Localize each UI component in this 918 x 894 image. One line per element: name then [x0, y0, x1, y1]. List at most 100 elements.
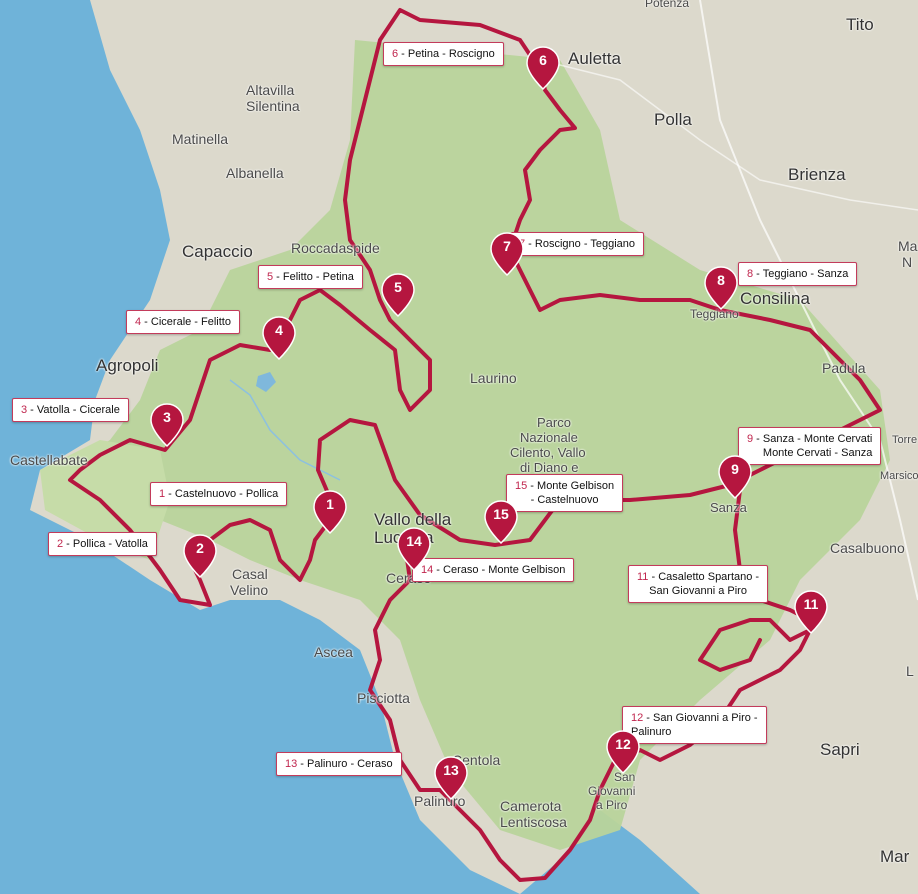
- place-potenza: Potenza: [645, 0, 690, 10]
- map-pin-number: 11: [803, 596, 819, 612]
- place-di-diano: di Diano e: [520, 460, 579, 475]
- stage-name-line2: Palinuro: [631, 726, 672, 738]
- stage-label-14[interactable]: 14 - Ceraso - Monte Gelbison: [412, 558, 575, 582]
- stage-label-1[interactable]: 1 - Castelnuovo - Pollica: [150, 482, 288, 506]
- stage-name: Petina - Roscigno: [407, 48, 495, 60]
- place-casal: Casal: [232, 566, 268, 582]
- place-albanella: Albanella: [226, 165, 284, 181]
- place-tito: Tito: [846, 15, 874, 34]
- stage-label-11[interactable]: 11 - Casaletto Spartano -San Giovanni a …: [628, 565, 769, 603]
- map-pin-number: 9: [731, 461, 739, 477]
- map-pin-6[interactable]: 6: [526, 46, 560, 90]
- stage-label-15[interactable]: 15 - Monte Gelbison- Castelnuovo: [506, 474, 624, 512]
- place-nazionale: Nazionale: [520, 430, 578, 445]
- map-pin-number: 1: [326, 496, 334, 512]
- river: [229, 379, 341, 481]
- map-pin-number: 15: [493, 506, 509, 522]
- place-l: L: [906, 663, 914, 679]
- place-castellabate: Castellabate: [10, 452, 88, 468]
- map-pin-icon: [183, 534, 217, 578]
- map-pin-icon: [397, 527, 431, 571]
- stage-number: 8: [747, 268, 754, 280]
- map-pin-5[interactable]: 5: [381, 273, 415, 317]
- stage-name: Ceraso - Monte Gelbison: [443, 564, 566, 576]
- place-torre: Torre: [892, 434, 918, 446]
- stage-name: Cicerale - Felitto: [150, 316, 231, 328]
- map-pin-2[interactable]: 2: [183, 534, 217, 578]
- place-agropoli: Agropoli: [96, 356, 159, 375]
- stage-label-2[interactable]: 2 - Pollica - Vatolla: [48, 532, 157, 556]
- map-pin-number: 4: [275, 322, 283, 338]
- map-pin-number: 2: [196, 540, 204, 556]
- place-cilento-vallo: Cilento, Vallo: [510, 445, 586, 460]
- place-ascea: Ascea: [314, 644, 353, 660]
- map-pin-4[interactable]: 4: [262, 316, 296, 360]
- place-ma: Ma: [898, 238, 918, 254]
- stage-number: 5: [267, 271, 274, 283]
- place-teggiano: Teggiano: [690, 307, 739, 321]
- place-casalbuono: Casalbuono: [830, 540, 905, 556]
- map-pin-icon: [526, 46, 560, 90]
- map-pin-8[interactable]: 8: [704, 266, 738, 310]
- map-pin-3[interactable]: 3: [150, 403, 184, 447]
- place-polla: Polla: [654, 110, 692, 129]
- stage-label-8[interactable]: 8 - Teggiano - Sanza: [738, 262, 858, 286]
- coastal-green: [40, 440, 170, 560]
- stage-name-line2: San Giovanni a Piro: [649, 585, 747, 597]
- place-giovanni: Giovanni: [588, 784, 636, 798]
- stage-number: 14: [421, 564, 434, 576]
- map-pin-13[interactable]: 13: [434, 756, 468, 800]
- place-consilina: Consilina: [740, 289, 810, 308]
- map-pin-icon: [490, 232, 524, 276]
- stage-name: Roscigno - Teggiano: [534, 238, 635, 250]
- map-pin-number: 3: [163, 409, 171, 425]
- map-pin-number: 5: [394, 279, 402, 295]
- map-pin-icon: [704, 266, 738, 310]
- place-velino: Velino: [230, 582, 269, 598]
- place-pisciotta: Pisciotta: [357, 690, 410, 706]
- map-pin-number: 12: [615, 736, 631, 752]
- stage-name: Casaletto Spartano -: [658, 571, 760, 583]
- stage-label-3[interactable]: 3 - Vatolla - Cicerale: [12, 398, 129, 422]
- national-park-area: [60, 40, 890, 850]
- map-pin-icon: [718, 455, 752, 499]
- stage-number: 13: [285, 758, 298, 770]
- stage-label-6[interactable]: 6 - Petina - Roscigno: [383, 42, 504, 66]
- map-pin-number: 8: [717, 272, 725, 288]
- map-pin-9[interactable]: 9: [718, 455, 752, 499]
- map-pin-12[interactable]: 12: [606, 730, 640, 774]
- stage-name: San Giovanni a Piro -: [653, 712, 758, 724]
- map-pin-icon: [150, 403, 184, 447]
- stage-label-12[interactable]: 12 - San Giovanni a Piro -Palinuro: [622, 706, 767, 744]
- map-pin-7[interactable]: 7: [490, 232, 524, 276]
- stage-label-4[interactable]: 4 - Cicerale - Felitto: [126, 310, 240, 334]
- map-pin-11[interactable]: 11: [794, 590, 828, 634]
- stage-name: Sanza - Monte Cervati: [762, 433, 873, 445]
- map-pin-icon: [794, 590, 828, 634]
- map-pin-1[interactable]: 1: [313, 490, 347, 534]
- place-san: San: [614, 770, 636, 784]
- map-pin-icon: [313, 490, 347, 534]
- map-pin-number: 7: [503, 238, 511, 254]
- stage-name: Pollica - Vatolla: [72, 538, 148, 550]
- stage-name-line2: Monte Cervati - Sanza: [762, 447, 873, 459]
- place-padula: Padula: [822, 360, 866, 376]
- stage-label-7[interactable]: 7 - Roscigno - Teggiano: [510, 232, 644, 256]
- place-roccadaspide: Roccadaspide: [291, 240, 380, 256]
- map-pin-number: 14: [406, 533, 422, 549]
- stage-name: Palinuro - Ceraso: [307, 758, 393, 770]
- map-pin-14[interactable]: 14: [397, 527, 431, 571]
- place-marsicovetere: Marsicovetere: [880, 470, 918, 482]
- stage-number: 2: [57, 538, 64, 550]
- stage-label-13[interactable]: 13 - Palinuro - Ceraso: [276, 752, 402, 776]
- map-pin-number: 6: [539, 52, 547, 68]
- place-n: N: [902, 254, 913, 270]
- map-pin-icon: [381, 273, 415, 317]
- road-north: [539, 59, 918, 211]
- map-pin-15[interactable]: 15: [484, 500, 518, 544]
- stage-name: Castelnuovo - Pollica: [174, 488, 279, 500]
- stage-name: Teggiano - Sanza: [762, 268, 849, 280]
- map-pin-icon: [484, 500, 518, 544]
- stage-label-5[interactable]: 5 - Felitto - Petina: [258, 265, 363, 289]
